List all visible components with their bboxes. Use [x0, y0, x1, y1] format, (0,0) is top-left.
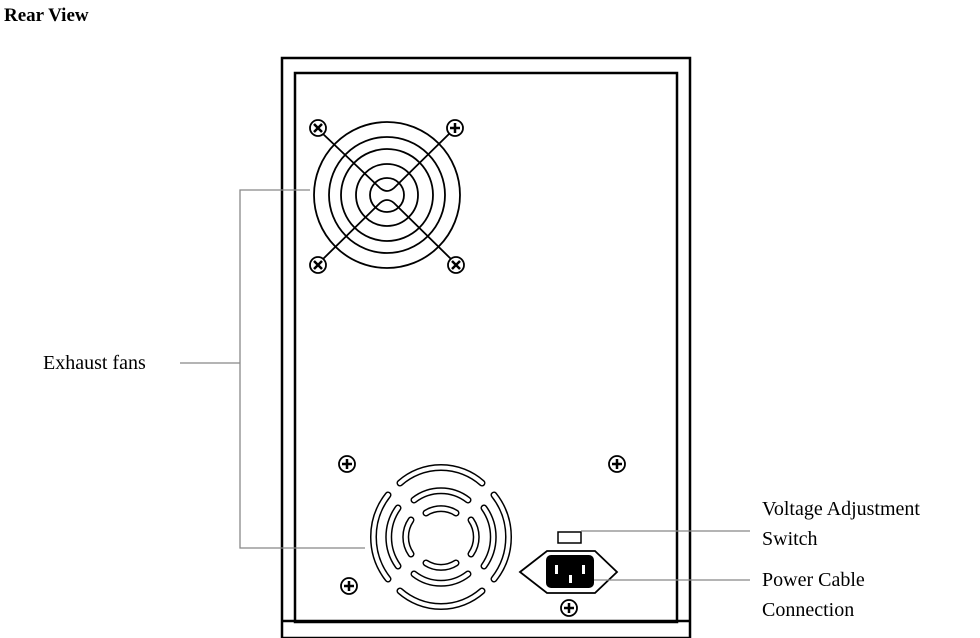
label-power-line1: Power Cable [762, 569, 865, 591]
screw-icon [309, 256, 327, 274]
case-inner [293, 71, 679, 624]
screw-icon [608, 455, 626, 473]
screw-icon [560, 599, 578, 617]
label-voltage-switch-line1: Voltage Adjustment [762, 498, 920, 520]
screw-icon [446, 119, 464, 137]
label-voltage-switch-line2: Switch [762, 528, 818, 550]
case-outer [280, 56, 692, 638]
label-exhaust-fans: Exhaust fans [43, 352, 146, 374]
voltage-switch [557, 531, 582, 544]
bottom-fan-grille [369, 464, 513, 610]
screw-icon [340, 577, 358, 595]
diagram-title: Rear View [4, 5, 89, 26]
label-power-line2: Connection [762, 599, 855, 621]
screw-icon [338, 455, 356, 473]
screw-icon [309, 119, 327, 137]
leader-lines [180, 189, 750, 581]
top-fan-grille [313, 121, 461, 269]
power-socket [546, 555, 594, 588]
screw-icon [447, 256, 465, 274]
